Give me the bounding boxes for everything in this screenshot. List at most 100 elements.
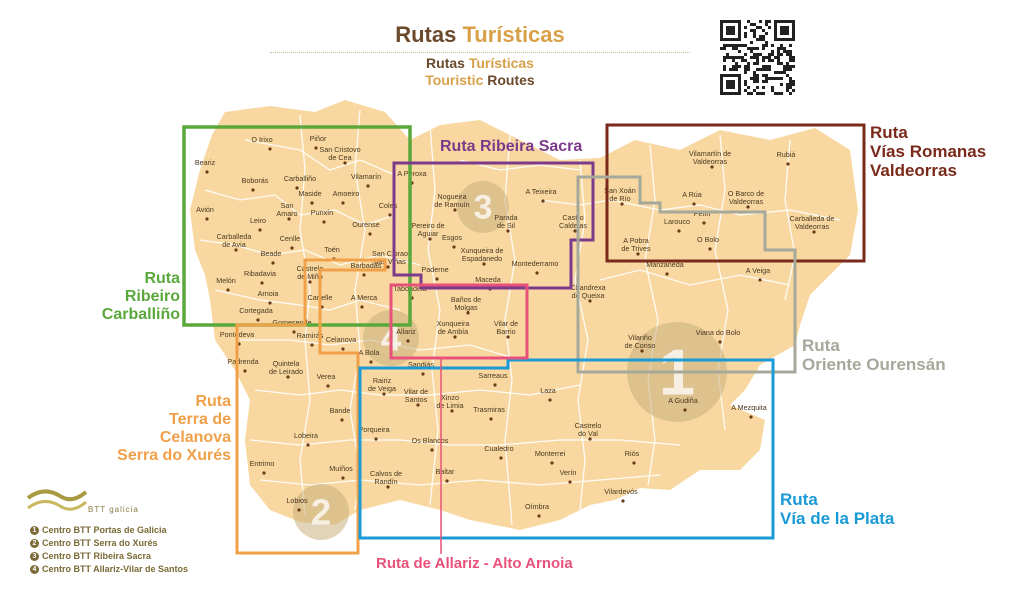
place-dot — [386, 485, 390, 489]
place-dot — [326, 384, 330, 388]
qr-module — [753, 71, 756, 74]
label-line: Ruta — [870, 123, 908, 142]
place-label-line: Leiro — [250, 216, 266, 225]
qr-module — [777, 77, 780, 80]
qr-module — [762, 47, 765, 50]
qr-module — [762, 44, 765, 47]
qr-module — [753, 35, 756, 38]
qr-module — [762, 38, 765, 41]
place-dot — [256, 318, 260, 322]
qr-module — [783, 47, 786, 50]
place-label: Verín — [560, 468, 577, 477]
place-dot — [621, 499, 625, 503]
place-label: Beariz — [195, 158, 216, 167]
place-label-line: Porqueira — [358, 425, 389, 434]
qr-finder — [780, 26, 789, 35]
place-label-line: Vilamarín — [351, 172, 381, 181]
qr-module — [774, 92, 777, 95]
place-label: Leiro — [250, 216, 266, 225]
qr-module — [789, 56, 792, 59]
label-via-plata[interactable]: Ruta Vía de la Plata — [780, 490, 894, 528]
qr-module — [732, 68, 735, 71]
qr-module — [786, 68, 789, 71]
qr-module — [741, 44, 744, 47]
place-label-line: Castro — [562, 213, 583, 222]
route-box-ribeira-sacra[interactable] — [392, 161, 595, 290]
place-dot — [341, 201, 345, 205]
place-label: O Irixo — [251, 135, 272, 144]
qr-module — [765, 23, 768, 26]
route-box-via-plata[interactable] — [358, 358, 775, 540]
place-label-line: Valdeorras — [693, 157, 728, 166]
place-label-line: Xinzo — [441, 393, 459, 402]
route-box-allariz[interactable] — [389, 283, 529, 360]
qr-module — [777, 71, 780, 74]
subtitle-english: Touristic Routes — [270, 72, 690, 89]
place-dot — [568, 480, 572, 484]
subtitle2-word-2: Routes — [487, 72, 535, 88]
place-label-line: Vilar de — [404, 387, 428, 396]
place-label-line: Vilamartín de — [689, 149, 731, 158]
route-box-terra-celanova[interactable] — [235, 258, 387, 555]
label-allariz[interactable]: Ruta de Allariz - Alto Arnoia — [376, 555, 573, 573]
place-dot — [416, 403, 420, 407]
municipality-border — [244, 139, 396, 176]
place-dot — [406, 339, 410, 343]
label-terra-celanova[interactable]: Ruta Terra de Celanova Serra do Xurés — [96, 393, 231, 465]
qr-module — [729, 68, 732, 71]
place-label-line: Ramirás — [297, 331, 324, 340]
label-ribeiro-carballino[interactable]: Ruta Ribeiro Carballiño — [90, 270, 180, 324]
place-label-line: Entrimo — [250, 459, 275, 468]
place-label-line: Valdeorras — [729, 197, 764, 206]
place-label-line: de Ramuín — [434, 200, 469, 209]
qr-module — [726, 53, 729, 56]
label-oriente[interactable]: Ruta Oriente Ourensán — [802, 336, 946, 374]
place-label: Beade — [261, 249, 282, 258]
qr-module — [756, 26, 759, 29]
qr-module — [780, 44, 783, 47]
label-ribeira-sacra[interactable]: Ruta Ribeira Sacra — [440, 138, 582, 156]
qr-module — [786, 86, 789, 89]
route-box-oriente[interactable] — [576, 175, 797, 374]
place-dot — [205, 217, 209, 221]
route-box-vias-romanas[interactable] — [605, 123, 866, 263]
place-label-line: Carballiño — [284, 174, 316, 183]
place-label-line: Gomesende — [272, 318, 311, 327]
qr-module — [768, 59, 771, 62]
qr-module — [744, 71, 747, 74]
place-dot — [271, 261, 275, 265]
qr-module — [756, 74, 759, 77]
place-dot — [258, 228, 262, 232]
qr-module — [756, 38, 759, 41]
qr-module — [789, 44, 792, 47]
qr-module — [753, 56, 756, 59]
qr-module — [762, 35, 765, 38]
place-label-line: Sarreaus — [478, 371, 508, 380]
place-label-line: Xunqueira — [437, 319, 470, 328]
place-dot — [548, 398, 552, 402]
qr-module — [783, 71, 786, 74]
qr-module — [774, 56, 777, 59]
place-label: Ourense — [352, 220, 380, 229]
place-dot — [295, 186, 299, 190]
qr-code-icon[interactable] — [720, 20, 795, 95]
place-label-line: San Cristovo — [319, 145, 360, 154]
place-label-line: Maside — [298, 189, 321, 198]
place-label: Riós — [625, 449, 640, 458]
place-dot — [746, 205, 750, 209]
qr-module — [735, 56, 738, 59]
place-dot — [710, 165, 714, 169]
place-label-line: Verea — [317, 372, 336, 381]
qr-module — [780, 77, 783, 80]
municipality-border — [254, 384, 581, 396]
place-label: Vilardevós — [604, 487, 638, 496]
label-vias-romanas[interactable]: Ruta Vías Romanas Valdeorras — [870, 123, 986, 180]
qr-module — [783, 50, 786, 53]
municipality-border — [609, 199, 841, 221]
